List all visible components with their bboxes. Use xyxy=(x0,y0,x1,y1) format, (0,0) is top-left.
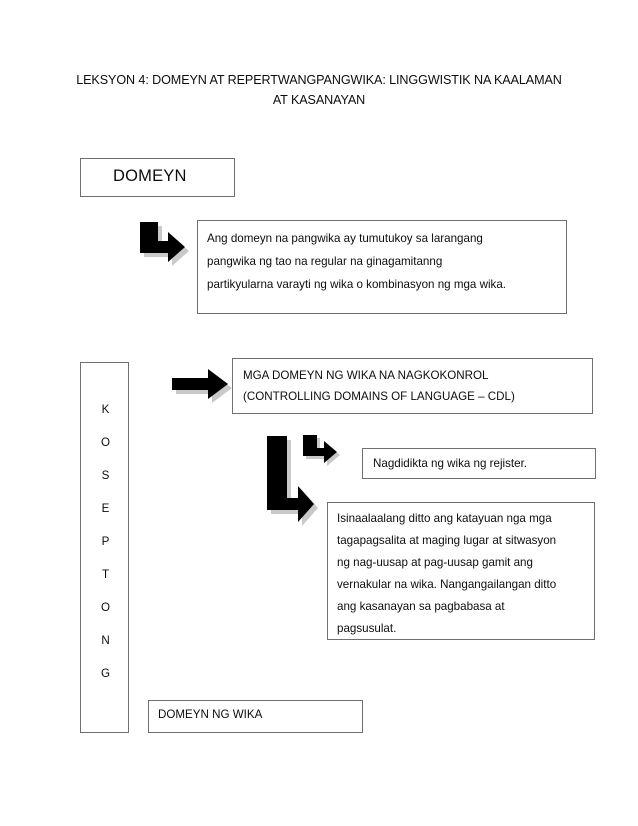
koseptong-box: K O S E P T O N G xyxy=(80,362,129,733)
right-arrow-icon xyxy=(168,366,238,410)
cdl-box-text: MGA DOMEYN NG WIKA NA NAGKOKONROL (CONTR… xyxy=(243,365,588,407)
cdl-line-1: MGA DOMEYN NG WIKA NA NAGKOKONROL xyxy=(243,369,489,382)
elbow-arrow-down-right-icon xyxy=(296,430,348,470)
katayuan-box-text: Isinaalaalang ditto ang katayuan nga mga… xyxy=(337,508,589,640)
definition-box-text: Ang domeyn na pangwika ay tumutukoy sa l… xyxy=(207,227,559,296)
katayuan-line-1: Isinaalaalang ditto ang katayuan nga mga xyxy=(337,512,552,525)
katayuan-line-3: ng nag-uusap at pag-uusap gamit ang xyxy=(337,556,533,569)
page-title: LEKSYON 4: DOMEYN AT REPERTWANGPANGWIKA:… xyxy=(70,70,568,110)
koseptong-letter: N xyxy=(101,634,110,647)
cdl-box: MGA DOMEYN NG WIKA NA NAGKOKONROL (CONTR… xyxy=(232,358,593,414)
katayuan-box: Isinaalaalang ditto ang katayuan nga mga… xyxy=(327,502,595,640)
definition-line-3: partikyularna varayti ng wika o kombinas… xyxy=(207,278,507,291)
koseptong-letter: S xyxy=(101,469,110,482)
domeyn-box: DOMEYN xyxy=(80,158,235,197)
koseptong-letter: O xyxy=(100,601,111,614)
koseptong-letters: K O S E P T O N G xyxy=(81,393,130,690)
rejister-box: Nagdidikta ng wika ng rejister. xyxy=(362,448,596,479)
domeyn-ng-wika-box: DOMEYN NG WIKA xyxy=(148,700,363,733)
page-title-line-1: LEKSYON 4: DOMEYN AT REPERTWANGPANGWIKA:… xyxy=(76,73,562,87)
koseptong-letter: G xyxy=(100,667,111,680)
definition-line-1: Ang domeyn na pangwika ay tumutukoy sa l… xyxy=(207,232,483,245)
page-title-line-2: AT KASANAYAN xyxy=(272,93,366,107)
katayuan-line-2: tagapagsalita at maging lugar at sitwasy… xyxy=(337,534,557,547)
elbow-arrow-down-right-icon xyxy=(258,432,322,530)
koseptong-letter: T xyxy=(101,568,110,581)
koseptong-letter: O xyxy=(100,436,111,449)
katayuan-line-4: vernakular na wika. Nangangailangan ditt… xyxy=(337,578,557,591)
domeyn-ng-wika-label: DOMEYN NG WIKA xyxy=(158,708,263,721)
cdl-line-2: (CONTROLLING DOMAINS OF LANGUAGE – CDL) xyxy=(243,390,515,403)
elbow-arrow-down-right-icon xyxy=(132,218,202,270)
koseptong-letter: K xyxy=(101,403,110,416)
definition-line-2: pangwika ng tao na regular na ginagamita… xyxy=(207,255,443,268)
katayuan-line-6: pagsusulat. xyxy=(337,622,397,635)
koseptong-letter: E xyxy=(101,502,110,515)
rejister-box-text: Nagdidikta ng wika ng rejister. xyxy=(373,457,528,470)
domeyn-box-label: DOMEYN xyxy=(113,167,187,185)
koseptong-letter: P xyxy=(101,535,110,548)
katayuan-line-5: ang kasanayan sa pagbabasa at xyxy=(337,600,505,613)
definition-box: Ang domeyn na pangwika ay tumutukoy sa l… xyxy=(197,220,567,314)
